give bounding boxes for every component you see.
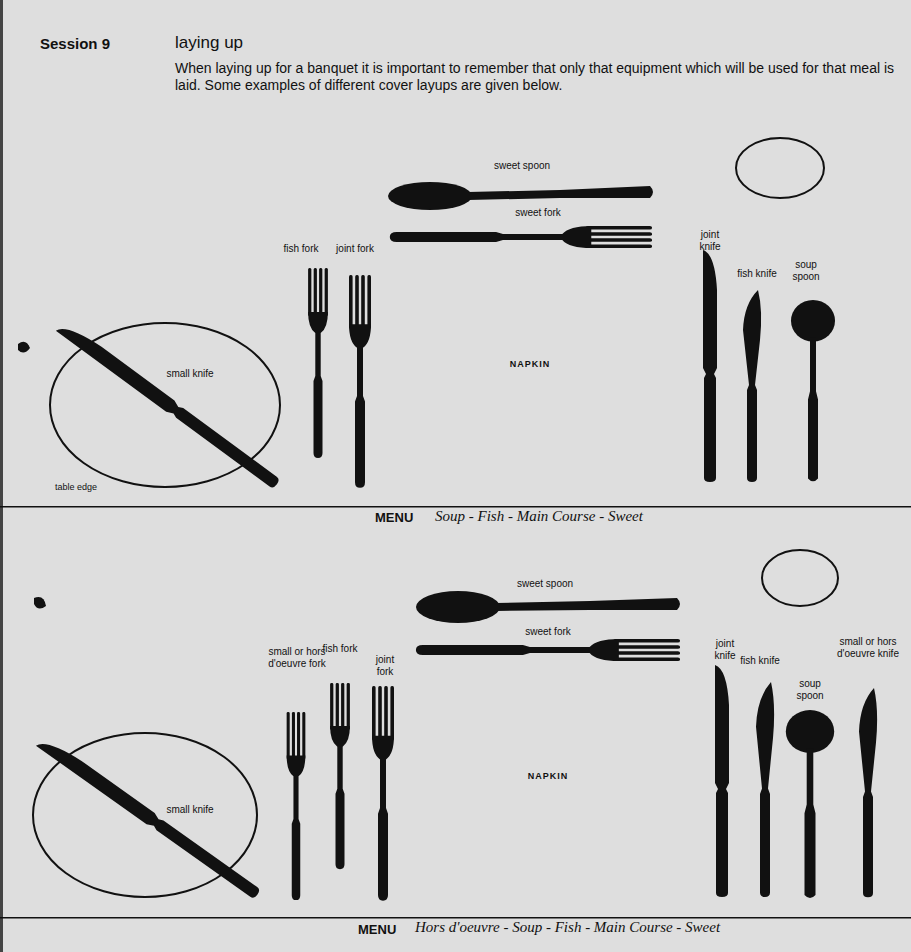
cutlery-label: fish fork bbox=[281, 243, 321, 255]
napkin-label: NAPKIN bbox=[510, 359, 551, 369]
page-title: laying up bbox=[175, 33, 243, 53]
cutlery-label: fish knife bbox=[740, 655, 780, 667]
cutlery-label: soup spoon bbox=[786, 259, 826, 282]
cutlery-label: sweet fork bbox=[508, 207, 568, 219]
cutlery-label: joint fork bbox=[335, 243, 375, 255]
menu-label: MENU bbox=[375, 511, 413, 526]
session-number: Session 9 bbox=[40, 35, 110, 52]
cutlery-label: sweet spoon bbox=[495, 578, 595, 590]
cutlery-label: joint fork bbox=[367, 654, 403, 677]
cutlery-label: fish knife bbox=[737, 268, 777, 280]
cutlery-label: joint knife bbox=[690, 229, 730, 252]
cutlery-label: small or hors d'oeuvre knife bbox=[825, 636, 911, 659]
menu-courses: Soup - Fish - Main Course - Sweet bbox=[435, 508, 643, 525]
cutlery-label: small knife bbox=[165, 804, 215, 816]
cutlery-label: sweet fork bbox=[498, 626, 598, 638]
cutlery-label: sweet spoon bbox=[492, 160, 552, 172]
table-edge-label: table edge bbox=[55, 482, 97, 492]
cutlery-label: small knife bbox=[165, 368, 215, 380]
cutlery-label: joint knife bbox=[705, 638, 745, 661]
menu-label: MENU bbox=[358, 923, 396, 938]
intro-text: When laying up for a banquet it is impor… bbox=[175, 60, 895, 94]
cutlery-label: soup spoon bbox=[790, 678, 830, 701]
cutlery-label: fish fork bbox=[322, 643, 358, 655]
napkin-label: NAPKIN bbox=[528, 771, 569, 781]
menu-courses: Hors d'oeuvre - Soup - Fish - Main Cours… bbox=[415, 919, 720, 936]
